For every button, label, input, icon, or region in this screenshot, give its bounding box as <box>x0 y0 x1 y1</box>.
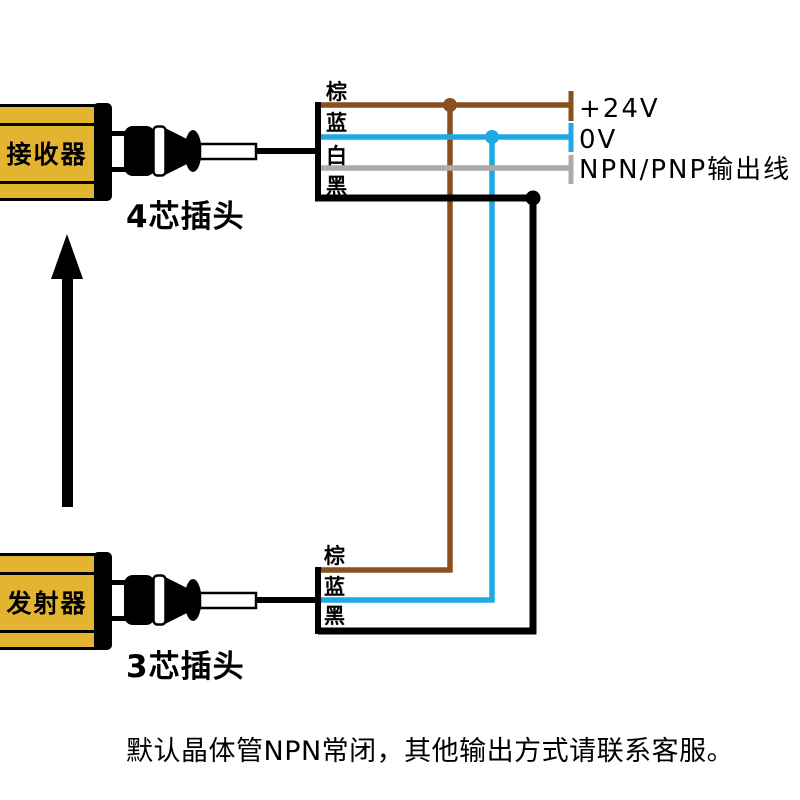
receiver-wire-label-black: 黑 <box>326 174 347 198</box>
up-arrow-icon <box>51 234 83 507</box>
transmitter-label: 发射器 <box>6 588 88 618</box>
sensor-bezel-line <box>0 181 94 184</box>
footer-note: 默认晶体管NPN常闭，其他输出方式请联系客服。 <box>126 736 735 767</box>
transmitter-sensor: 发射器 <box>0 553 97 650</box>
transmitter-plug-label: 3芯插头 <box>126 649 245 685</box>
receiver-label: 接收器 <box>6 139 88 169</box>
sensor-bezel-line <box>0 630 94 633</box>
receiver-wire-label-white: 白 <box>326 144 347 168</box>
sensor-bezel-line <box>0 572 94 575</box>
receiver-connector-icon <box>93 103 320 201</box>
receiver-sensor: 接收器 <box>0 104 97 201</box>
receiver-wire-label-blue: 蓝 <box>326 111 347 135</box>
terminal-label-0v: 0V <box>579 125 618 155</box>
terminal-label-24v: +24V <box>579 94 660 124</box>
brown-wire <box>315 91 574 573</box>
transmitter-connector-icon <box>93 552 320 650</box>
receiver-plug-label: 4芯插头 <box>126 199 245 235</box>
transmitter-wire-label-blue: 蓝 <box>324 575 345 599</box>
sensor-bezel-line <box>0 123 94 126</box>
receiver-wire-label-brown: 棕 <box>326 80 347 104</box>
transmitter-wire-label-brown: 棕 <box>324 544 345 568</box>
transmitter-wire-label-black: 黑 <box>324 604 345 628</box>
gray-wire <box>315 155 574 184</box>
black-wire <box>315 102 541 635</box>
blue-wire <box>315 123 574 603</box>
terminal-label-output: NPN/PNP输出线 <box>579 155 792 185</box>
